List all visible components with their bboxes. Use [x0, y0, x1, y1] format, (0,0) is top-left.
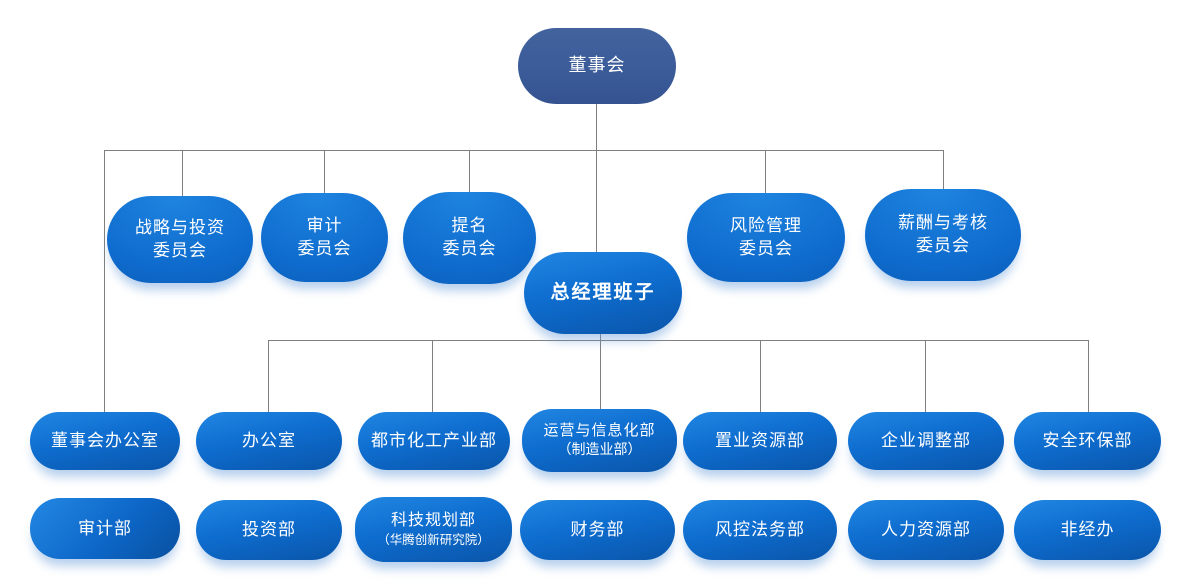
- node-label: 投资部: [242, 520, 296, 540]
- connector-line: [268, 340, 1089, 341]
- node-urban-chemical-industry-dept: 都市化工产业部: [358, 412, 510, 470]
- node-label: 办公室: [242, 431, 296, 451]
- node-label: 董事会办公室: [51, 431, 159, 451]
- node-risk-management-committee: 风险管理 委员会: [687, 193, 845, 282]
- connector-line: [104, 150, 105, 413]
- connector-line: [324, 150, 325, 193]
- node-label: 审计: [306, 215, 343, 235]
- connector-line: [469, 150, 470, 192]
- node-label: 提名: [451, 216, 488, 236]
- node-label: 都市化工产业部: [371, 431, 497, 451]
- node-strategy-investment-committee: 战略与投资 委员会: [107, 196, 253, 283]
- connector-line: [268, 340, 269, 412]
- node-label: 薪酬与考核: [898, 213, 988, 233]
- node-risk-control-legal-dept: 风控法务部: [683, 500, 837, 560]
- node-audit-dept: 审计部: [30, 498, 180, 559]
- connector-line: [596, 150, 597, 253]
- node-label: 非经办: [1060, 520, 1115, 540]
- node-enterprise-adjustment-dept: 企业调整部: [848, 412, 1004, 470]
- connector-line: [943, 150, 944, 190]
- connector-line: [925, 340, 926, 412]
- node-compensation-assessment-committee: 薪酬与考核 委员会: [865, 189, 1021, 281]
- node-operations-informatization-dept: 运营与信息化部 （制造业部）: [522, 409, 677, 472]
- node-audit-committee: 审计 委员会: [261, 193, 388, 282]
- node-label: 科技规划部: [390, 512, 476, 530]
- node-general-manager-team: 总经理班子: [524, 252, 682, 334]
- node-board-of-directors: 董事会: [518, 28, 676, 104]
- node-label-line2: 委员会: [297, 238, 352, 258]
- node-safety-environment-dept: 安全环保部: [1014, 412, 1161, 470]
- node-label: 企业调整部: [881, 431, 971, 451]
- node-label: 风险管理: [730, 215, 802, 235]
- connector-line: [1088, 340, 1089, 412]
- node-human-resources-dept: 人力资源部: [848, 500, 1004, 560]
- connector-line: [600, 334, 601, 410]
- node-investment-dept: 投资部: [196, 500, 342, 560]
- node-tech-planning-dept: 科技规划部 （华腾创新研究院）: [355, 497, 512, 562]
- node-label-line2: 委员会: [739, 238, 793, 258]
- connector-line: [182, 150, 183, 196]
- node-label-line2: 委员会: [442, 239, 497, 258]
- node-board-office: 董事会办公室: [30, 412, 180, 470]
- node-office: 办公室: [196, 412, 342, 470]
- node-label: 财务部: [570, 520, 625, 540]
- node-label-line2: （制造业部）: [557, 442, 642, 458]
- node-label-line2: （华腾创新研究院）: [377, 532, 490, 547]
- node-label: 运营与信息化部: [543, 423, 656, 440]
- node-label: 审计部: [78, 518, 132, 538]
- connector-line: [596, 104, 597, 150]
- node-label-line2: 委员会: [916, 236, 970, 255]
- node-non-operating-office: 非经办: [1014, 500, 1161, 560]
- node-label: 人力资源部: [881, 520, 971, 540]
- node-label: 战略与投资: [135, 217, 225, 237]
- connector-line: [104, 150, 944, 151]
- connector-line: [760, 340, 761, 412]
- connector-line: [765, 150, 766, 193]
- node-label: 董事会: [568, 55, 626, 76]
- node-nomination-committee: 提名 委员会: [403, 192, 536, 284]
- node-label: 总经理班子: [550, 281, 656, 303]
- node-label: 安全环保部: [1042, 431, 1133, 451]
- node-label: 风控法务部: [715, 520, 805, 540]
- node-realty-resources-dept: 置业资源部: [683, 412, 837, 470]
- node-label-line2: 委员会: [153, 240, 207, 260]
- node-label: 置业资源部: [715, 431, 805, 451]
- connector-line: [432, 340, 433, 412]
- node-finance-dept: 财务部: [520, 500, 675, 560]
